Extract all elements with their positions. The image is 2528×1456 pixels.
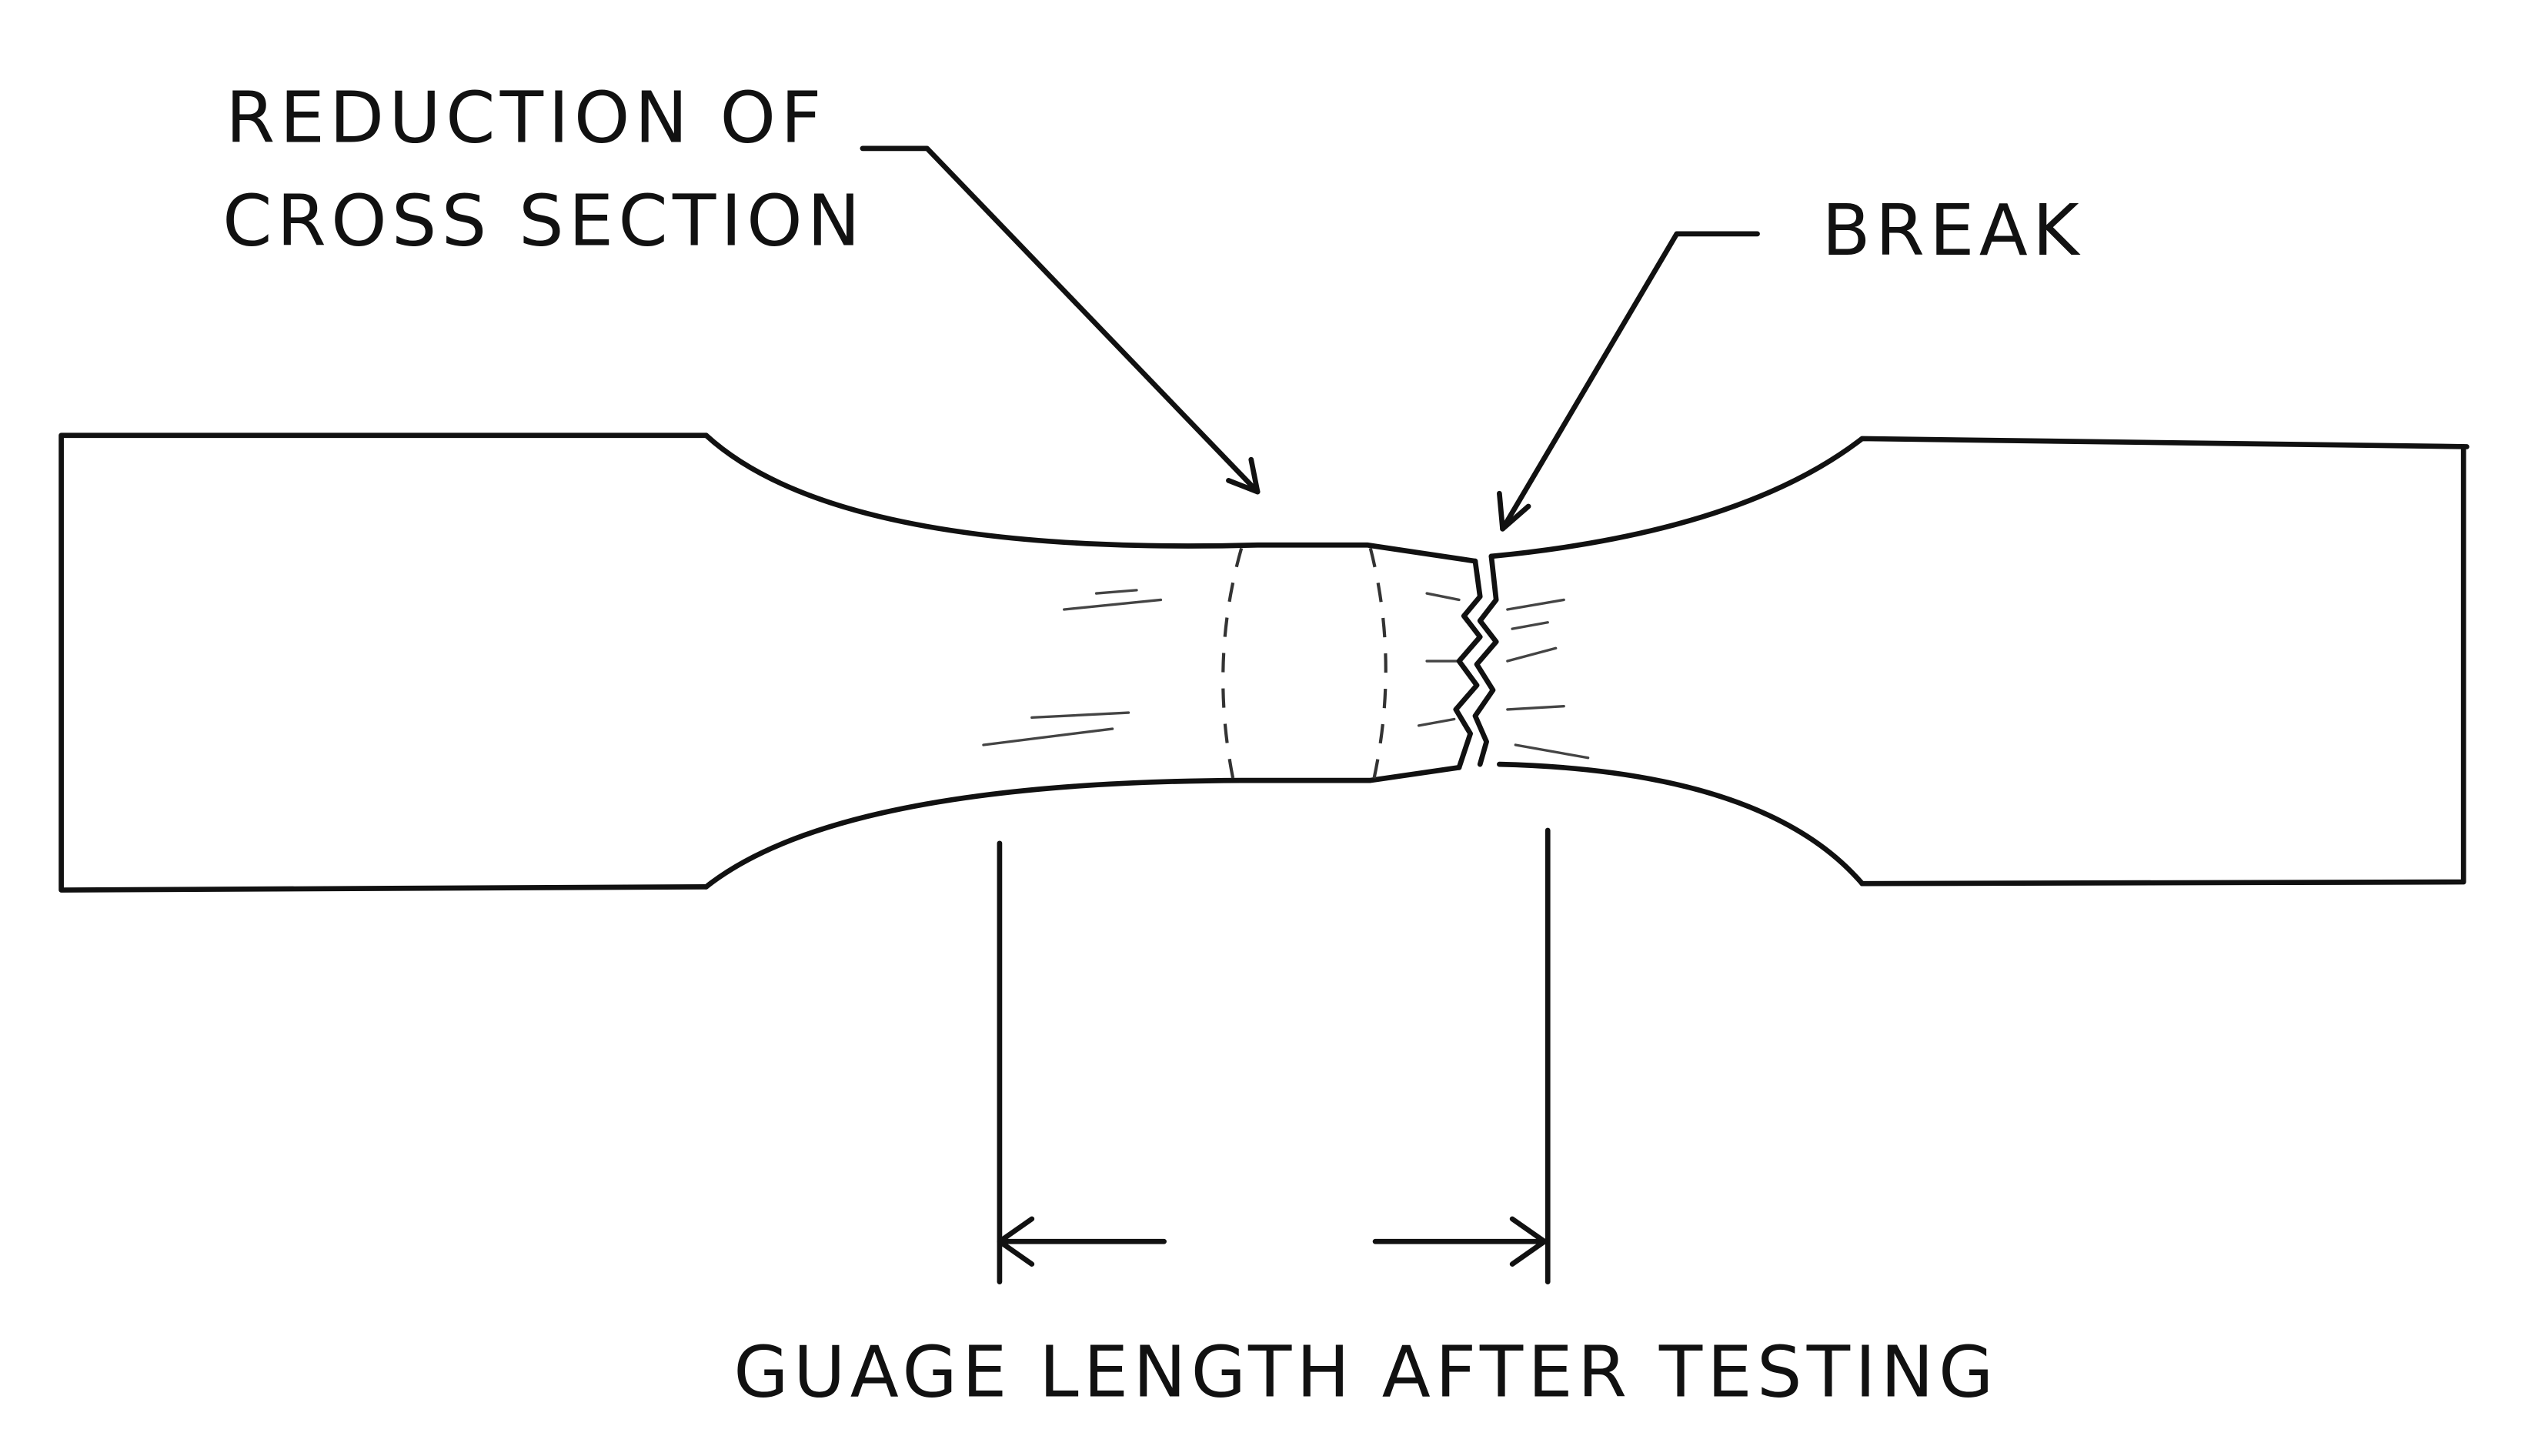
- gauge-length-label: GUAGE LENGTH AFTER TESTING: [733, 1330, 1999, 1413]
- reduction-label-line2: CROSS SECTION: [222, 179, 865, 262]
- reduction-leader-arrow: [860, 145, 1261, 495]
- break-leader-arrow: [1497, 231, 1760, 532]
- break-label: BREAK: [1822, 189, 2083, 272]
- reduction-label-line1: REDUCTION OF: [225, 75, 826, 159]
- left-specimen-half: [58, 432, 1483, 893]
- gauge-length-dimension: [997, 827, 1551, 1284]
- right-specimen-half: [1472, 436, 2470, 887]
